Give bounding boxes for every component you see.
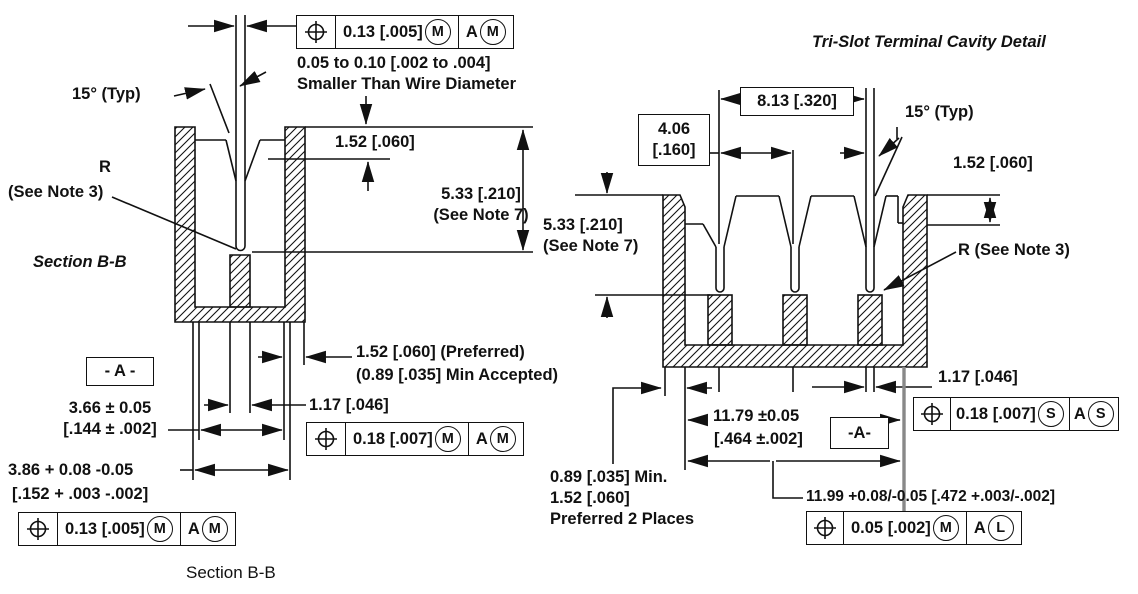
left-radius-note: (See Note 3) [8,183,104,201]
right-slot-width-dim: 1.17 [.046] [938,368,1018,386]
fcf-datum-ref: A [1073,404,1086,423]
right-cavity-span-dim-line1: 11.79 ±0.05 [713,407,800,425]
rfs-modifier-icon: S [1087,401,1114,427]
fcf-tolerance: 0.05 [.002] [851,518,931,537]
fcf-datum-ref: A [973,518,986,537]
wire-clearance-note-line2: Smaller Than Wire Diameter [297,75,517,93]
position-symbol-icon [297,16,335,48]
left-section-label: Section B-B [33,253,127,271]
right-slot-depth-dim: 5.33 [.210] (See Note 7) [543,216,639,256]
fcf-datum-ref: A [475,429,488,448]
tri-slot-figure [575,88,1000,527]
mmc-modifier-icon: M [424,19,451,45]
right-cavity-span-dim-line2: [.464 ±.002] [714,430,803,448]
position-symbol-icon [807,512,843,544]
right-radius-note: R (See Note 3) [958,241,1070,259]
wire-clearance-note-line1: 0.05 to 0.10 [.002 to .004] [297,54,491,72]
mmc-modifier-icon: M [932,515,959,541]
pitch-dim-box: 4.06 [.160] [638,114,710,166]
mmc-modifier-icon: M [146,516,173,542]
fcf-tolerance: 0.18 [.007] [353,429,433,448]
left-outer-width-dim-line1: 3.86 + 0.08 -0.05 [8,461,134,479]
fcf-tolerance: 0.13 [.005] [343,22,423,41]
mmc-modifier-icon: M [479,19,506,45]
left-radius-label: R [99,158,111,176]
left-slot-width-dim: 1.17 [.046] [309,396,389,414]
left-wall-note-line1: 1.52 [.060] (Preferred) [356,343,525,361]
left-outer-width-dim-line2: [.152 + .003 -.002] [12,485,149,503]
left-figure-caption: Section B-B [186,563,276,582]
left-top-depth-dim: 1.52 [.060] [335,133,415,151]
fcf-tolerance: 0.13 [.005] [65,519,145,538]
mmc-modifier-icon: M [434,426,461,452]
right-wall-note: 0.89 [.035] Min. 1.52 [.060] Preferred 2… [550,468,695,529]
right-figure-title: Tri-Slot Terminal Cavity Detail [812,33,1046,51]
left-slot-depth-dim: 5.33 [.210] (See Note 7) [433,185,529,225]
mmc-modifier-icon: M [201,516,228,542]
section-bb-figure [111,15,533,480]
position-symbol-icon [19,513,57,545]
lmc-modifier-icon: L [987,515,1014,541]
position-symbol-icon [307,423,345,455]
fcf-datum-ref: A [465,22,478,41]
left-wall-note-line2: (0.89 [.035] Min Accepted) [356,366,559,384]
mmc-modifier-icon: M [489,426,516,452]
fcf-datum-ref: A [187,519,200,538]
rfs-modifier-icon: S [1037,401,1064,427]
left-cavity-width-dim: 3.66 ± 0.05 [.144 ± .002] [63,399,157,439]
right-top-depth-dim: 1.52 [.060] [953,154,1033,172]
fcf-tolerance: 0.18 [.007] [956,404,1036,423]
datum-a-flag-right: -A- [830,417,889,449]
left-angle-label: 15° (Typ) [72,85,141,103]
datum-a-flag: - A - [86,357,154,386]
right-angle-label: 15° (Typ) [905,103,974,121]
position-symbol-icon [914,398,950,430]
outer-pitch-dim-box: 8.13 [.320] [740,87,854,116]
right-outer-span-dim: 11.99 +0.08/-0.05 [.472 +.003/-.002] [806,488,1056,505]
